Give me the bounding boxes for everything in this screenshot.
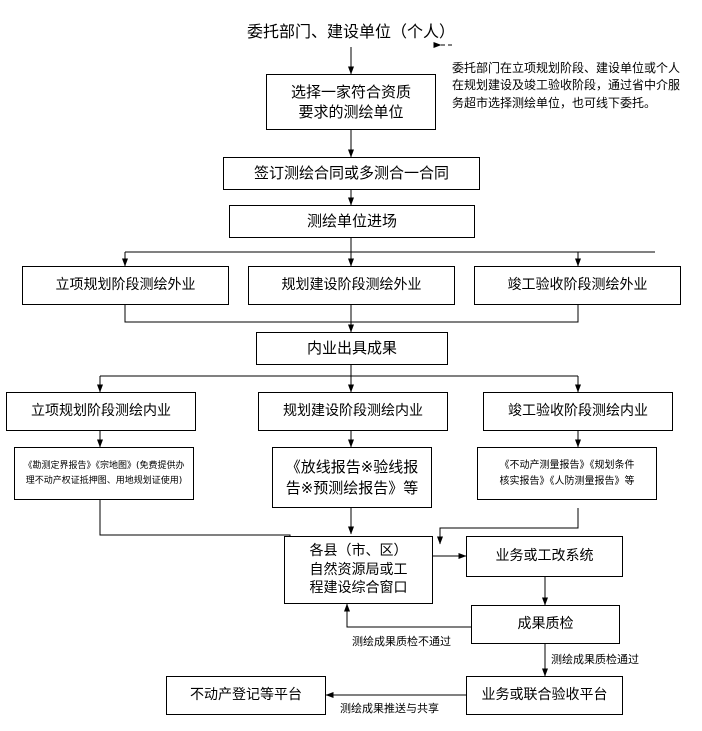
node-window[interactable]: 各县（市、区） 自然资源局或工 程建设综合窗口 bbox=[284, 536, 433, 604]
node-office-construction[interactable]: 规划建设阶段测绘内业 bbox=[258, 392, 448, 431]
node-office-acceptance[interactable]: 竣工验收阶段测绘内业 bbox=[483, 392, 673, 431]
node-quality-check[interactable]: 成果质检 bbox=[471, 605, 620, 644]
edge-label-push-share: 测绘成果推送与共享 bbox=[340, 702, 439, 715]
node-sign-contract[interactable]: 签订测绘合同或多测合一合同 bbox=[223, 157, 480, 190]
node-office-result[interactable]: 内业出具成果 bbox=[256, 332, 448, 365]
diagram-title: 委托部门、建设单位（个人） bbox=[246, 22, 455, 41]
node-unit-entry[interactable]: 测绘单位进场 bbox=[229, 205, 475, 238]
node-select-unit[interactable]: 选择一家符合资质 要求的测绘单位 bbox=[266, 74, 436, 130]
node-office-planning[interactable]: 立项规划阶段测绘内业 bbox=[6, 392, 196, 431]
node-field-planning[interactable]: 立项规划阶段测绘外业 bbox=[22, 266, 229, 305]
node-registration-platform[interactable]: 不动产登记等平台 bbox=[166, 676, 326, 715]
doc-acceptance[interactable]: 《不动产测量报告》《规划条件 核实报告》《人防测量报告》等 bbox=[477, 447, 657, 500]
node-field-construction[interactable]: 规划建设阶段测绘外业 bbox=[248, 266, 455, 305]
node-joint-platform[interactable]: 业务或联合验收平台 bbox=[466, 676, 623, 715]
doc-planning[interactable]: 《勘测定界报告》《宗地图》(免费提供办 理不动产权证抵押图、用地规划证使用) bbox=[14, 447, 194, 500]
edge-label-pass: 测绘成果质检通过 bbox=[551, 653, 639, 666]
side-note: 委托部门在立项规划阶段、建设单位或个人 在规划建设及竣工验收阶段，通过省中介服 … bbox=[452, 61, 681, 110]
doc-construction[interactable]: 《放线报告※验线报 告※预测绘报告》等 bbox=[272, 447, 432, 508]
node-business-system[interactable]: 业务或工改系统 bbox=[466, 536, 623, 577]
node-field-acceptance[interactable]: 竣工验收阶段测绘外业 bbox=[474, 266, 681, 305]
edge-label-fail: 测绘成果质检不通过 bbox=[352, 635, 451, 648]
